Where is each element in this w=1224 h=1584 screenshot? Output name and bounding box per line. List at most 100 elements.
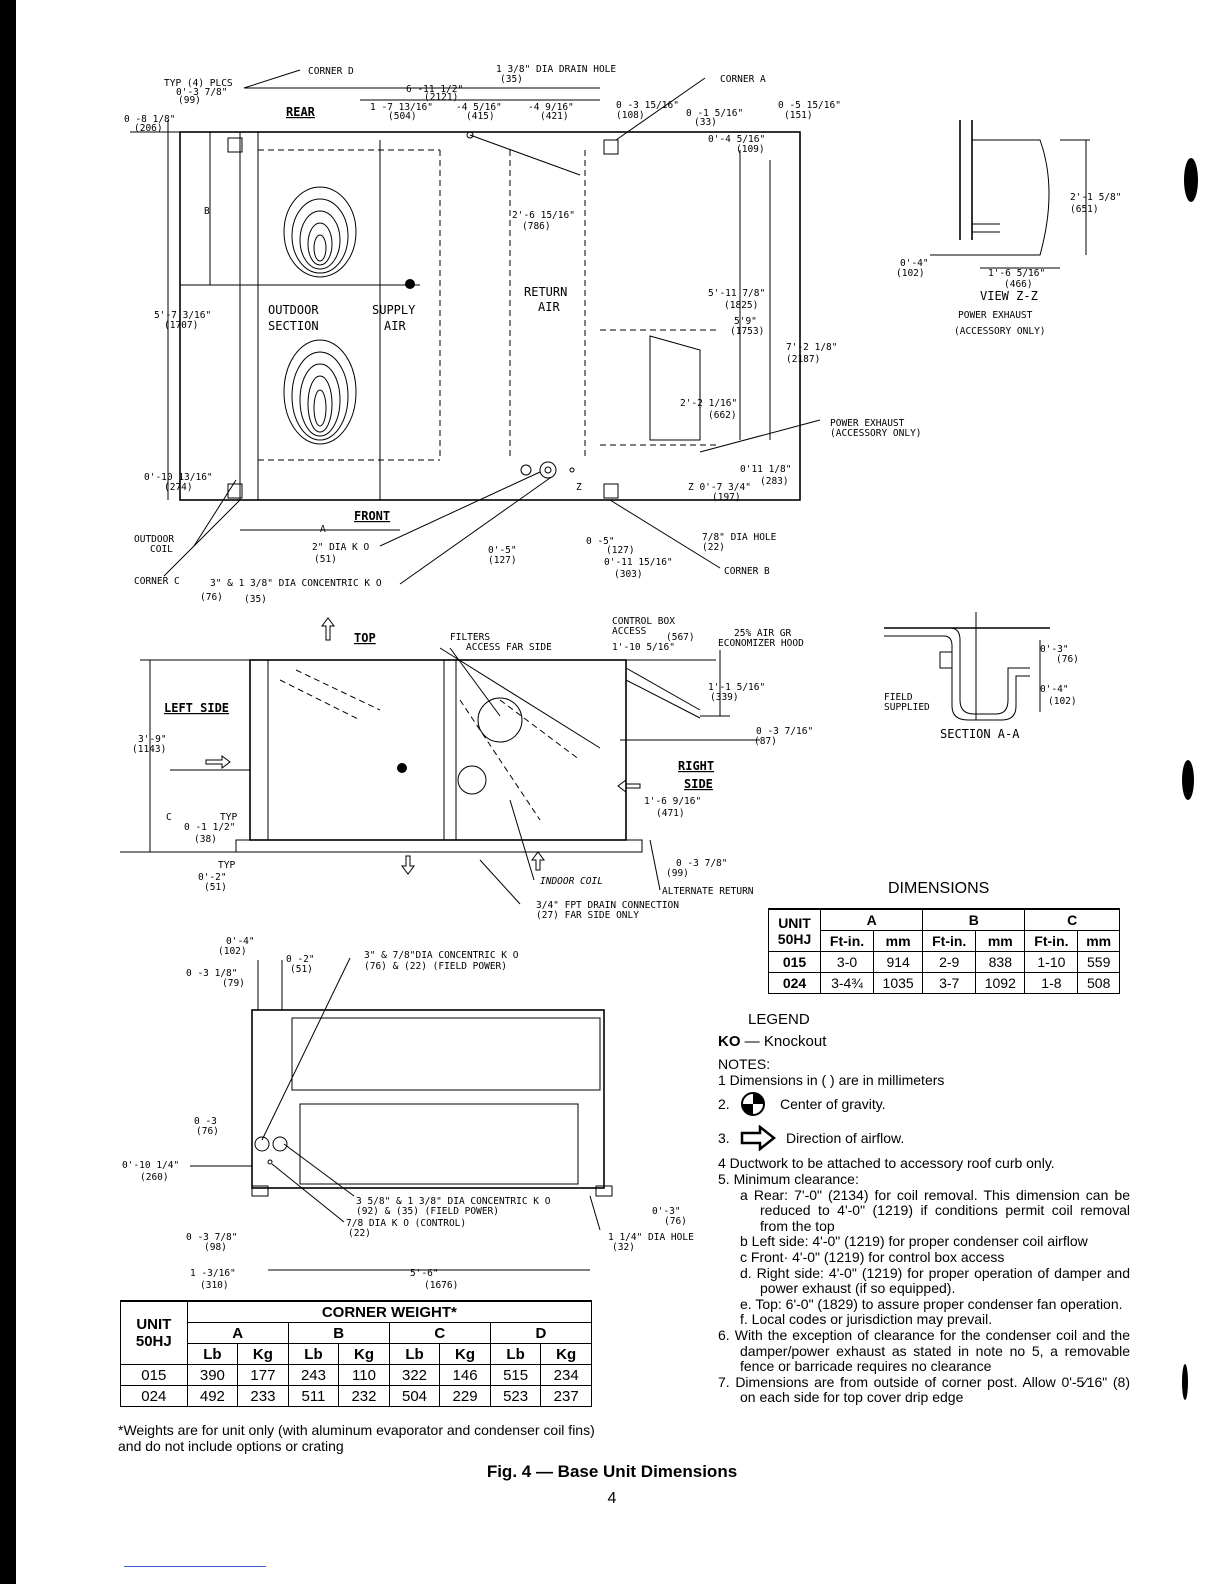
svg-text:FRONT: FRONT <box>354 509 390 523</box>
table-cell: 1-10 <box>1024 951 1079 973</box>
svg-text:(415): (415) <box>466 111 495 122</box>
svg-text:3" & 7/8"DIA CONCENTRIC K O: 3" & 7/8"DIA CONCENTRIC K O <box>364 950 519 961</box>
svg-text:(108): (108) <box>616 110 645 121</box>
subheader-cell: Kg <box>338 1343 390 1365</box>
svg-text:SIDE: SIDE <box>684 777 713 791</box>
svg-text:LEFT SIDE: LEFT SIDE <box>164 701 229 715</box>
subheader-cell: Lb <box>388 1343 441 1365</box>
svg-text:FILTERS: FILTERS <box>450 632 490 643</box>
svg-text:(76): (76) <box>196 1126 219 1137</box>
svg-text:1'-6 5/16": 1'-6 5/16" <box>988 268 1045 279</box>
legend-abbr: KO <box>718 1032 741 1050</box>
svg-text:(303): (303) <box>614 569 643 580</box>
svg-text:(504): (504) <box>388 111 417 122</box>
section-aa-drawing <box>884 612 1050 721</box>
subheader-cell: mm <box>873 930 924 952</box>
svg-text:(206): (206) <box>134 123 163 134</box>
svg-text:(22): (22) <box>702 542 725 553</box>
svg-text:1'-10 5/16": 1'-10 5/16" <box>612 642 675 653</box>
svg-text:3/4" FPT DRAIN CONNECTION: 3/4" FPT DRAIN CONNECTION <box>536 900 679 911</box>
svg-text:C: C <box>166 812 172 823</box>
svg-text:(102): (102) <box>218 946 247 957</box>
svg-text:(421): (421) <box>540 111 569 122</box>
svg-text:0'-4": 0'-4" <box>1040 684 1069 695</box>
note-6: 6. With the exception of clearance for t… <box>718 1326 1130 1375</box>
subheader-cell: Lb <box>186 1343 239 1365</box>
subheader-cell: Kg <box>237 1343 289 1365</box>
svg-text:(76): (76) <box>664 1216 687 1227</box>
svg-text:1 1/4" DIA HOLE: 1 1/4" DIA HOLE <box>608 1232 694 1243</box>
svg-text:7/8" DIA HOLE: 7/8" DIA HOLE <box>702 532 777 543</box>
svg-text:0'-3": 0'-3" <box>1040 644 1069 655</box>
svg-text:-4 5/16": -4 5/16" <box>456 102 502 113</box>
svg-text:TOP: TOP <box>354 631 376 645</box>
svg-text:AIR: AIR <box>384 319 406 333</box>
condenser-coil-upper <box>283 186 357 278</box>
svg-text:(109): (109) <box>736 144 765 155</box>
svg-text:0 -2": 0 -2" <box>286 954 315 965</box>
table-cell: 523 <box>489 1385 542 1407</box>
svg-text:(22): (22) <box>348 1228 371 1239</box>
svg-text:(339): (339) <box>710 692 739 703</box>
table-cell: 229 <box>439 1385 491 1407</box>
svg-text:SECTION: SECTION <box>268 319 319 333</box>
svg-text:2'-2 1/16": 2'-2 1/16" <box>680 398 737 409</box>
table-cell: 3-0 <box>820 951 875 973</box>
svg-text:(102): (102) <box>896 268 925 279</box>
svg-text:(127): (127) <box>488 555 517 566</box>
svg-text:7/8 DIA K O (CONTROL): 7/8 DIA K O (CONTROL) <box>346 1218 466 1229</box>
svg-text:1'-6 9/16": 1'-6 9/16" <box>644 796 701 807</box>
unit-cell: 024 <box>767 972 822 994</box>
front-view-labels: 0'-4" (102) 0 -2" (51) 0 -3 1/8" (79) 3"… <box>122 936 694 1291</box>
svg-text:0'-5": 0'-5" <box>488 545 517 556</box>
note-4: 4 Ductwork to be attached to accessory r… <box>718 1155 1055 1172</box>
table-cell: 237 <box>540 1385 592 1407</box>
svg-text:(567): (567) <box>666 632 695 643</box>
svg-text:(98): (98) <box>204 1242 227 1253</box>
table-cell: 3-7 <box>922 972 977 994</box>
svg-text:0'-2": 0'-2" <box>198 872 227 883</box>
table-cell: 508 <box>1077 972 1120 994</box>
svg-text:-4 9/16": -4 9/16" <box>528 102 574 113</box>
svg-text:0'-3 7/8": 0'-3 7/8" <box>176 87 227 98</box>
unit-cell: 015 <box>120 1364 188 1386</box>
corner-weight-title: CORNER WEIGHT* <box>186 1300 593 1323</box>
svg-text:COIL: COIL <box>150 544 173 555</box>
svg-text:1 -3/16": 1 -3/16" <box>190 1268 236 1279</box>
table-cell: 322 <box>388 1364 441 1386</box>
svg-text:(76): (76) <box>1056 654 1079 665</box>
note-5f: f. Local codes or jurisdiction may preva… <box>740 1311 993 1328</box>
side-view-drawing <box>120 617 760 905</box>
svg-text:0'11 1/8": 0'11 1/8" <box>740 464 791 475</box>
svg-text:(651): (651) <box>1070 204 1099 215</box>
svg-text:5'-6": 5'-6" <box>410 1268 439 1279</box>
svg-text:7'-2 1/8": 7'-2 1/8" <box>786 342 837 353</box>
side-view-labels: TOP FILTERS ACCESS FAR SIDE CONTROL BOX … <box>132 616 813 921</box>
svg-text:5'-7 3/16": 5'-7 3/16" <box>154 310 211 321</box>
svg-text:(76) & (22) (FIELD POWER): (76) & (22) (FIELD POWER) <box>364 961 507 972</box>
svg-text:0'-10 1/4": 0'-10 1/4" <box>122 1160 179 1171</box>
svg-text:(ACCESSORY ONLY): (ACCESSORY ONLY) <box>954 326 1046 337</box>
svg-text:(ACCESSORY ONLY): (ACCESSORY ONLY) <box>830 428 922 439</box>
svg-text:0 -8 1/8": 0 -8 1/8" <box>124 114 175 125</box>
svg-text:(260): (260) <box>140 1172 169 1183</box>
svg-text:(99): (99) <box>666 868 689 879</box>
subheader-cell: Kg <box>439 1343 491 1365</box>
svg-text:0 -1 1/2": 0 -1 1/2" <box>184 822 235 833</box>
svg-text:0 -5": 0 -5" <box>586 536 615 547</box>
svg-text:(38): (38) <box>194 834 217 845</box>
table-row: 024 3-4¾ 1035 3-7 1092 1-8 508 <box>767 972 1120 994</box>
svg-text:0'-10 13/16": 0'-10 13/16" <box>144 472 213 483</box>
svg-text:SUPPLIED: SUPPLIED <box>884 702 930 713</box>
svg-text:POWER EXHAUST: POWER EXHAUST <box>830 418 905 429</box>
svg-text:(35): (35) <box>500 74 523 85</box>
svg-text:3'-9": 3'-9" <box>138 734 167 745</box>
svg-text:0'-4": 0'-4" <box>900 258 929 269</box>
svg-text:RETURN: RETURN <box>524 285 567 299</box>
legend-title: LEGEND <box>748 1011 810 1028</box>
svg-text:5'9": 5'9" <box>734 316 757 327</box>
svg-text:3 5/8" & 1 3/8" DIA CONCENTRIC: 3 5/8" & 1 3/8" DIA CONCENTRIC K O <box>356 1196 551 1207</box>
